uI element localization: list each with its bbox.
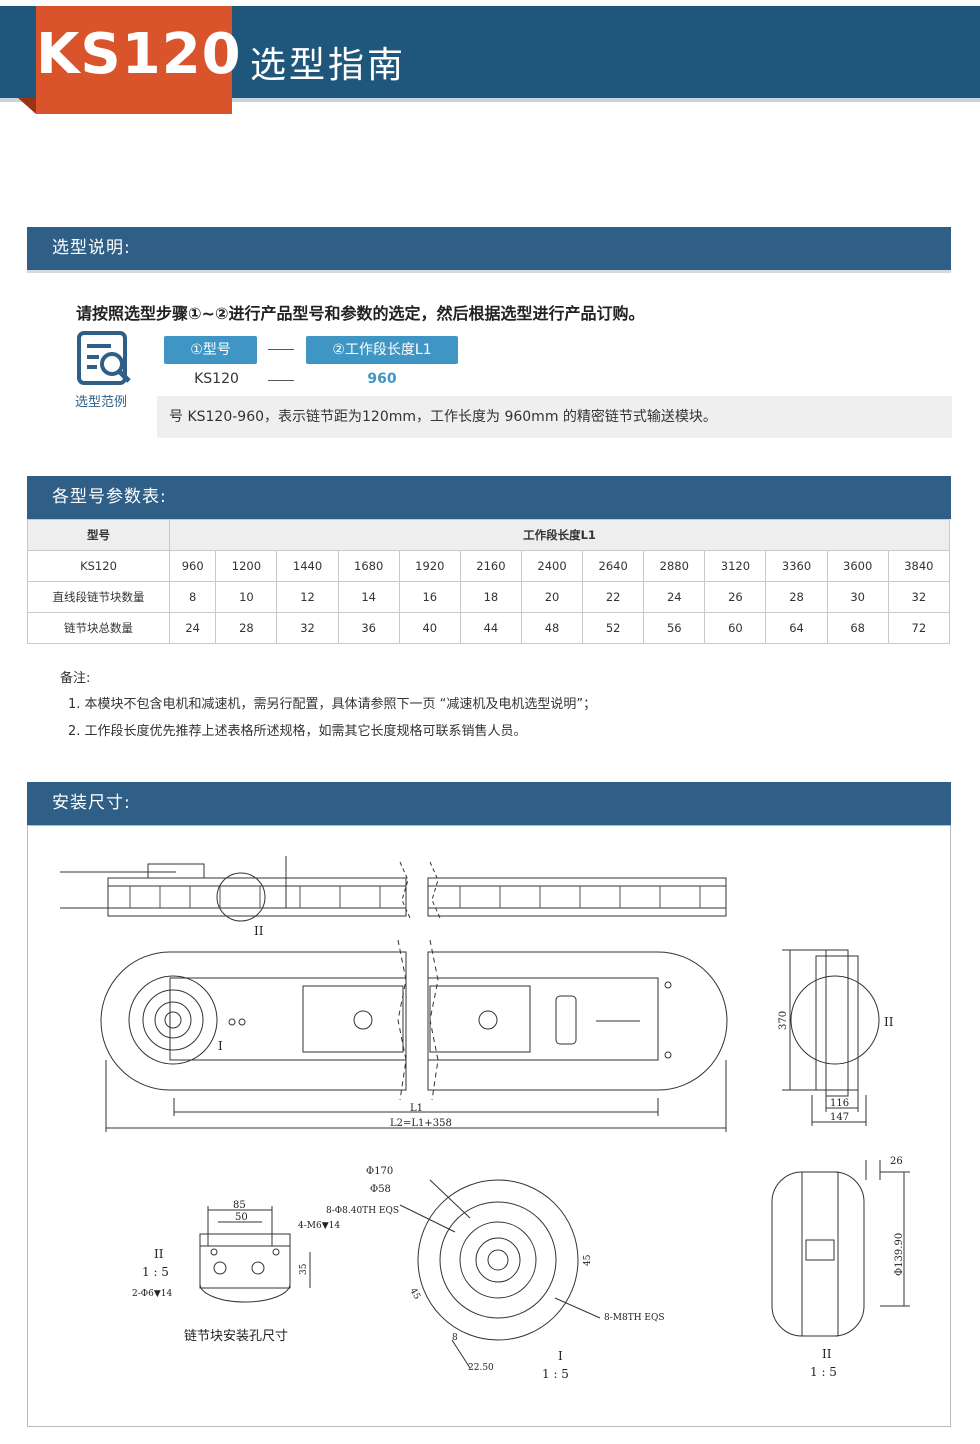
plan-view	[100, 951, 728, 1091]
table-row: 链节块总数量 24 28 32 36 40 44 48 52 56 60 64 …	[27, 612, 951, 644]
table-cell: 56	[643, 612, 706, 644]
table-cell: 28	[215, 612, 278, 644]
label-m8: 8-M8TH EQS	[604, 1313, 665, 1323]
table-cell: 3120	[704, 550, 767, 582]
label-phi840: 8-Φ8.40TH EQS	[326, 1206, 399, 1216]
table-cell: 14	[337, 581, 400, 613]
label-block-scale: 1 : 5	[142, 1265, 169, 1279]
label-147: 147	[830, 1112, 849, 1123]
model-tab	[36, 6, 232, 114]
table-cell: 32	[887, 581, 951, 613]
label-45b: 45	[583, 1254, 593, 1266]
value-dash	[268, 380, 294, 381]
table-cell: 48	[520, 612, 584, 644]
table-cell: 24	[643, 581, 706, 613]
block-detail	[199, 1206, 311, 1303]
label-block-II: II	[154, 1247, 164, 1261]
side-view-links	[129, 886, 701, 908]
table-cell: 72	[887, 612, 951, 644]
label-m6: 4-M6▼14	[298, 1221, 340, 1231]
table-row: 直线段链节块数量 8 10 12 14 16 18 20 22 24 26 28…	[27, 581, 951, 613]
section-divider	[27, 270, 951, 273]
drawing-frame	[27, 825, 951, 1427]
block-caption: 链节块安装孔尺寸	[184, 1329, 288, 1344]
params-table: 型号 工作段长度L1 KS120 960 1200 1440 1680 1920…	[27, 519, 951, 644]
label-phi6: 2-Φ6▼14	[132, 1289, 173, 1299]
table-cell: 44	[459, 612, 522, 644]
label-phi13990: Φ139.90	[894, 1233, 905, 1276]
label-26: 26	[890, 1156, 903, 1167]
label-detail-I: I	[218, 1039, 223, 1053]
banner-divider	[0, 98, 980, 102]
document-search-icon	[76, 330, 132, 386]
label-detail-II: II	[254, 924, 264, 938]
label-45a: 45	[407, 1287, 422, 1302]
table-cell: 16	[398, 581, 461, 613]
label-85: 85	[233, 1200, 246, 1211]
table-cell: 2400	[520, 550, 584, 582]
side-view-chain	[60, 856, 727, 922]
table-cell: 10	[215, 581, 278, 613]
label-right-II: II	[822, 1347, 832, 1361]
label-L2: L2=L1+358	[390, 1118, 452, 1129]
label-116: 116	[830, 1098, 849, 1109]
flange-view	[399, 1179, 601, 1369]
table-cell: 30	[826, 581, 889, 613]
table-header-row: 型号 工作段长度L1	[27, 519, 950, 551]
label-2250: 22.50	[468, 1363, 494, 1373]
table-cell: 60	[704, 612, 767, 644]
section-header-selection: 选型说明:	[27, 227, 951, 270]
remark-item: 1. 本模块不包含电机和减速机，需另行配置，具体请参照下一页 “减速机及电机选型…	[68, 697, 597, 712]
detail-II-view	[771, 1160, 910, 1337]
step2-value: 960	[367, 371, 397, 387]
header-length: 工作段长度L1	[169, 519, 950, 551]
row-straight-label: 直线段链节块数量	[27, 581, 170, 613]
step2-pill: ②工作段长度L1	[306, 336, 458, 364]
label-flange-scale: 1 : 5	[542, 1367, 569, 1381]
selection-instruction: 请按照选型步骤①~②进行产品型号和参数的选定，然后根据选型进行产品订购。	[76, 304, 645, 323]
table-cell: 3600	[826, 550, 889, 582]
table-cell: 2880	[643, 550, 706, 582]
label-50: 50	[235, 1212, 248, 1223]
header-model: 型号	[27, 519, 170, 551]
model-tab-fold	[18, 98, 36, 114]
table-cell: 2640	[582, 550, 645, 582]
section-header-install: 安装尺寸:	[27, 782, 951, 825]
step-dash	[268, 349, 294, 350]
model-name: KS120	[36, 22, 242, 87]
table-cell: 32	[276, 612, 339, 644]
table-row: KS120 960 1200 1440 1680 1920 2160 2400 …	[27, 550, 951, 582]
section-header-params: 各型号参数表:	[27, 476, 951, 519]
example-explanation: 号 KS120-960，表示链节距为120mm，工作长度为 960mm 的精密链…	[157, 396, 952, 438]
label-L1: L1	[410, 1103, 423, 1114]
example-label: 选型范例	[75, 395, 128, 410]
label-370: 370	[778, 1011, 789, 1030]
table-cell: 3840	[887, 550, 951, 582]
label-phi58: Φ58	[370, 1184, 391, 1195]
table-cell: 960	[168, 550, 217, 582]
table-cell: 36	[337, 612, 400, 644]
step1-value: KS120	[194, 371, 239, 387]
table-cell: 1440	[276, 550, 339, 582]
table-cell: 1920	[398, 550, 461, 582]
remarks-title: 备注:	[60, 671, 91, 686]
label-end-II: II	[884, 1015, 894, 1029]
table-cell: 52	[582, 612, 645, 644]
label-right-scale: 1 : 5	[810, 1365, 837, 1379]
label-phi170: Φ170	[366, 1166, 393, 1177]
table-cell: 24	[168, 612, 217, 644]
end-view	[782, 949, 880, 1126]
remark-item: 2. 工作段长度优先推荐上述表格所述规格，如需其它长度规格可联系销售人员。	[68, 724, 527, 739]
row-total-label: 链节块总数量	[27, 612, 170, 644]
page-title: 选型指南	[250, 45, 407, 86]
label-flange-I: I	[558, 1349, 563, 1363]
label-35: 35	[299, 1263, 309, 1275]
step1-pill: ①型号	[164, 336, 257, 364]
label-8: 8	[452, 1333, 458, 1343]
